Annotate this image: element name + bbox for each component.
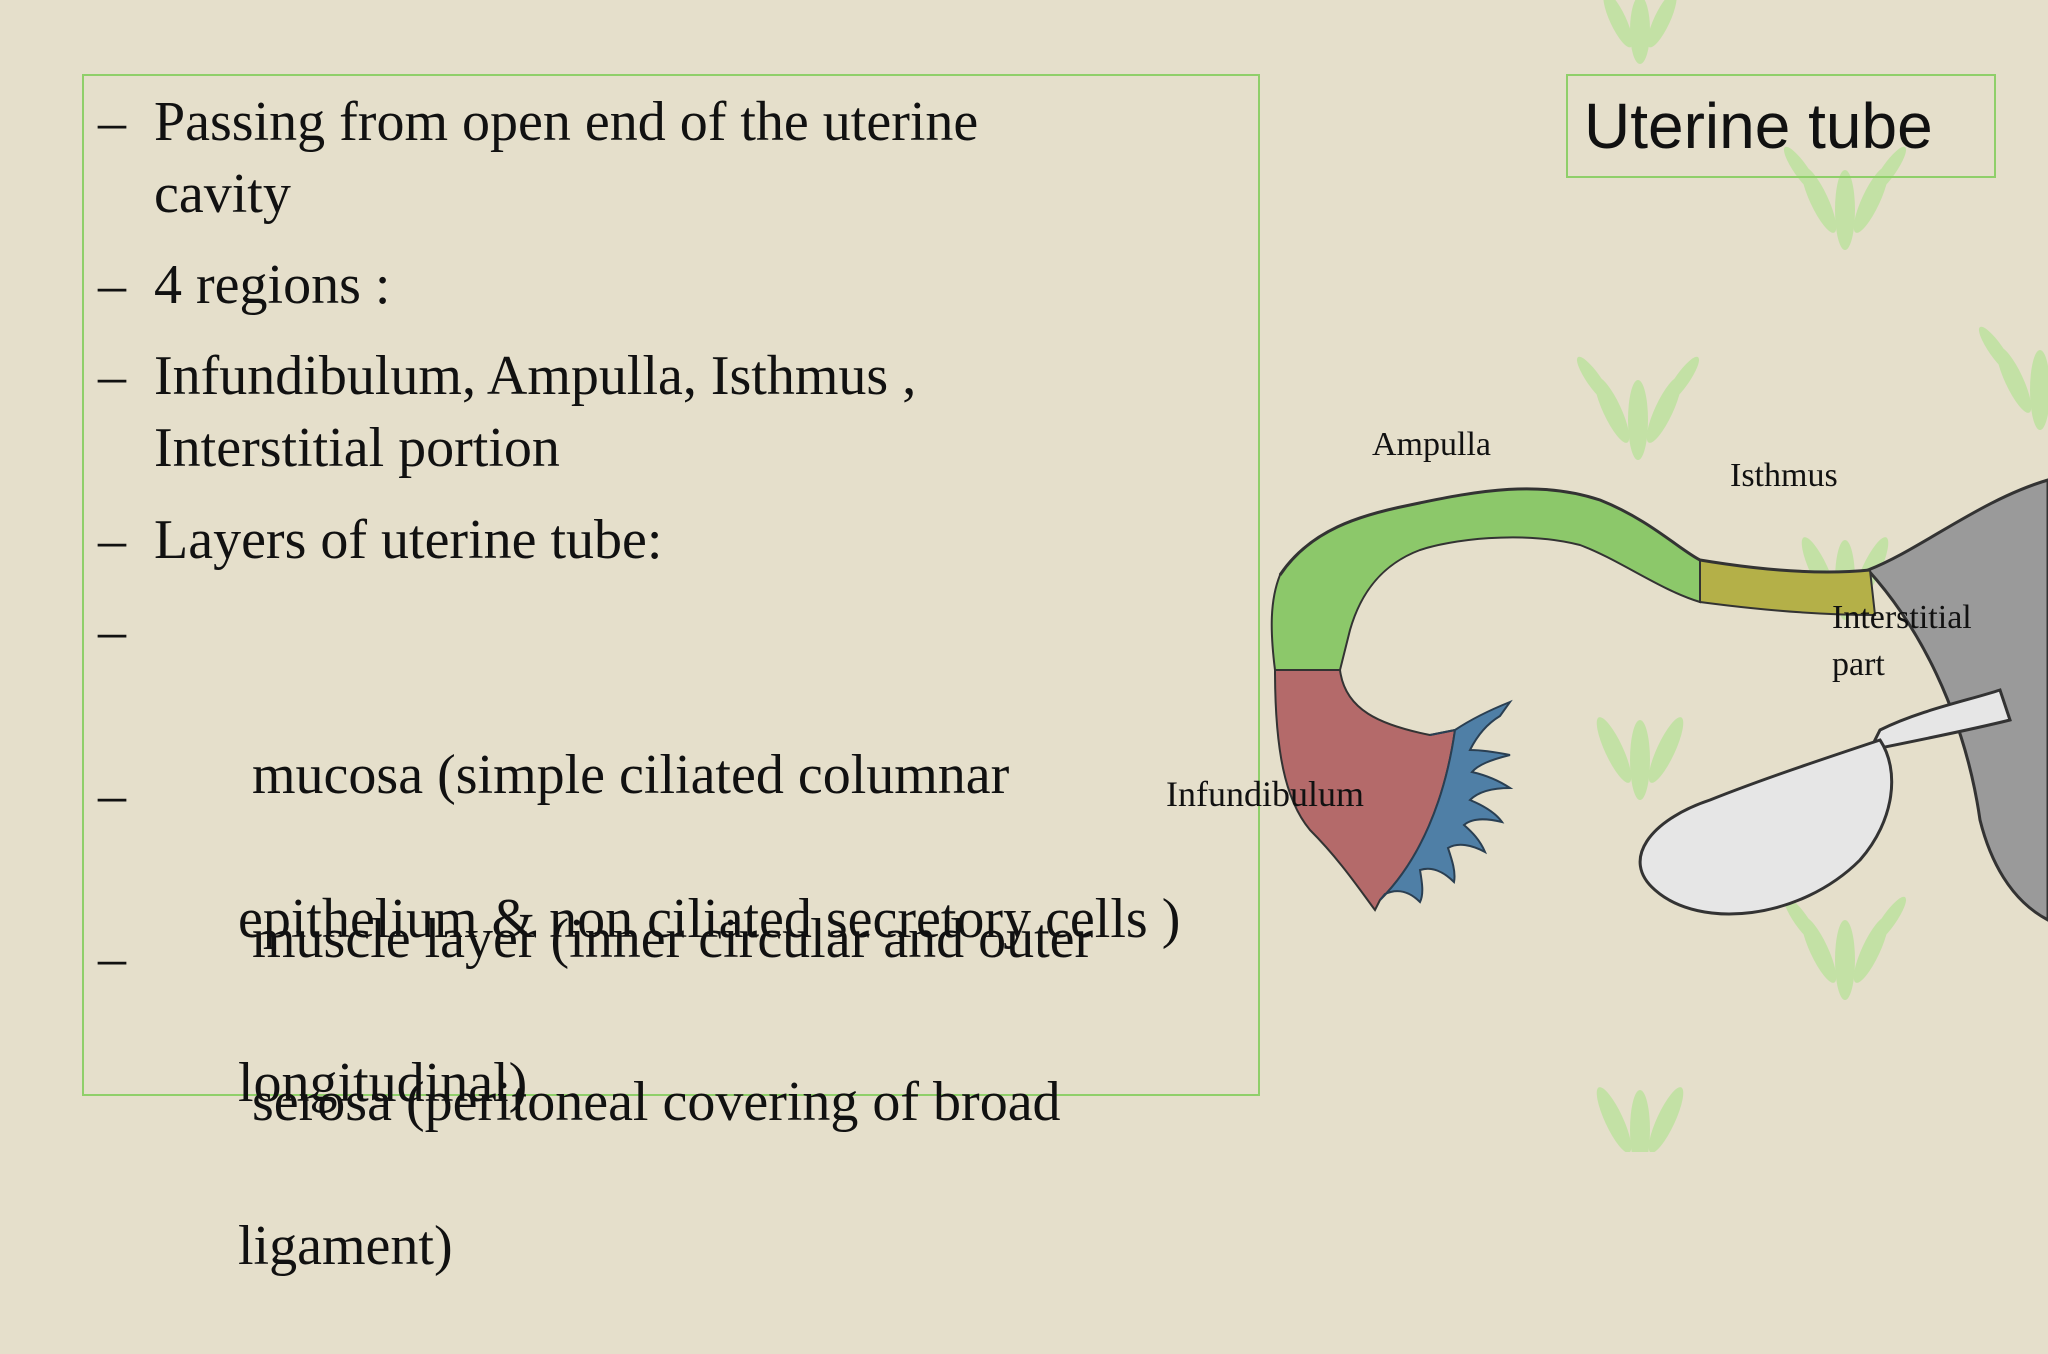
uterus-shape (1865, 478, 2048, 922)
bullet-text-continued: Interstitial portion (154, 417, 560, 479)
bullet-text: Layers of uterine tube: (154, 509, 663, 571)
bullet-marker: – (98, 509, 126, 571)
bullet-text: Passing from open end of the uterine (154, 91, 979, 153)
bullet-text-continued: longitudinal) (238, 1052, 528, 1114)
bullet-item: – Infundibulum, Ampulla, Isthmus , Inter… (84, 340, 916, 484)
bullet-item: – Passing from open end of the uterine c… (84, 86, 978, 230)
label-infundibulum: Infundibulum (1166, 774, 1364, 814)
bullet-marker: – (98, 927, 126, 989)
bullet-marker: – (98, 345, 126, 407)
bullet-text: mucosa (simple ciliated columnar (238, 744, 1010, 806)
bullet-item: – 4 regions : (84, 249, 390, 321)
bullet-text: serosa (peritoneal covering of broad (238, 1071, 1061, 1133)
uterine-tube-diagram: Ampulla Isthmus Interstitial part (1270, 426, 2048, 922)
title-box: Uterine tube (1566, 74, 1996, 178)
label-isthmus: Isthmus (1730, 457, 1838, 494)
bullet-text-continued: epithelium & non ciliated secretory cell… (238, 888, 1181, 950)
label-ampulla: Ampulla (1372, 426, 1491, 463)
leaf-pattern-decoration (1576, 0, 2048, 1152)
bullet-text: 4 regions : (154, 254, 391, 316)
bullet-text: muscle layer (inner circular and outer (238, 908, 1094, 970)
bullet-marker: – (98, 764, 126, 826)
bullet-item: – mucosa (simple ciliated columnar epith… (84, 595, 1180, 1027)
bullet-text: Infundibulum, Ampulla, Isthmus , (154, 345, 917, 407)
label-interstitial-part-line1: Interstitial (1832, 599, 1972, 636)
bullet-text-continued: cavity (154, 163, 291, 225)
bullet-marker: – (98, 91, 126, 153)
ovary-shape (1638, 738, 1894, 916)
bullet-item: – serosa (peritoneal covering of broad l… (84, 922, 1061, 1354)
bullet-item: – Layers of uterine tube: (84, 504, 662, 576)
bullet-text-continued: ligament) (238, 1215, 453, 1277)
label-interstitial-part-line2: part (1832, 646, 1885, 683)
bullet-marker: – (98, 600, 126, 662)
fimbriae (1379, 699, 1514, 904)
bullet-item: – muscle layer (inner circular and outer… (84, 759, 1093, 1191)
tube-outline (1278, 487, 1871, 576)
slide-title: Uterine tube (1584, 90, 1933, 162)
content-box: – Passing from open end of the uterine c… (82, 74, 1260, 1277)
bullet-marker: – (98, 254, 126, 316)
